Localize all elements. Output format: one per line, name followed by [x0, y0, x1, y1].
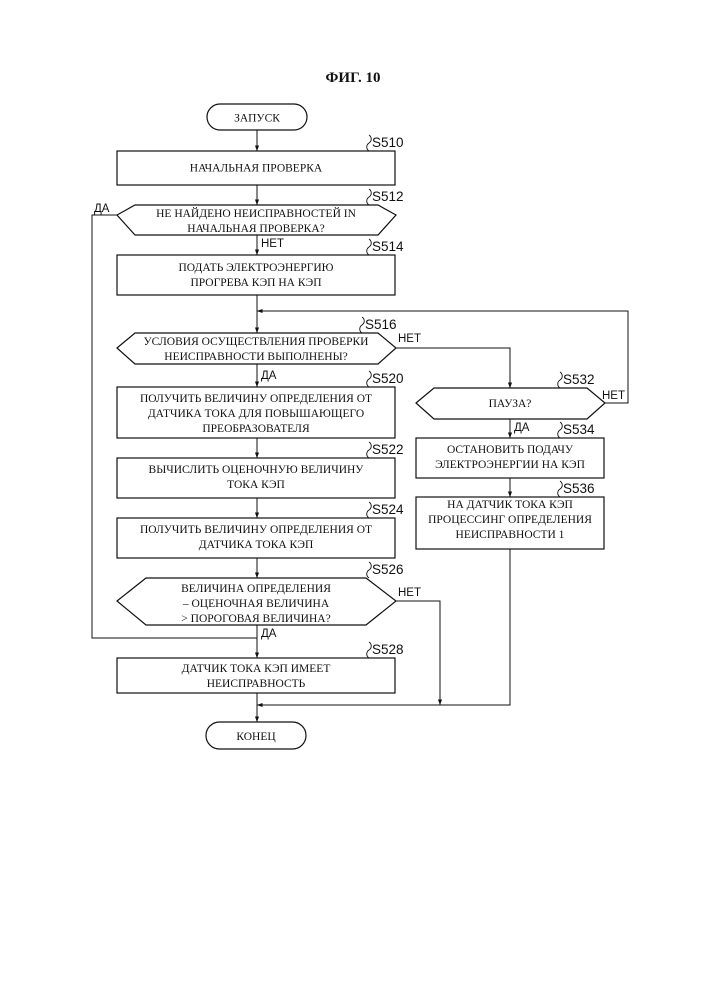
s512-step-tilde: [367, 189, 372, 205]
s534-text-line-1: ОСТАНОВИТЬ ПОДАЧУ: [447, 444, 574, 456]
s514-step-tilde: [367, 239, 372, 255]
s532-yes-label: ДА: [514, 422, 530, 434]
end-text: КОНЕЦ: [236, 731, 276, 743]
s512-text-line-1: НЕ НАЙДЕНО НЕИСПРАВНОСТЕЙ IN: [156, 206, 356, 220]
s512-no-label: НЕТ: [261, 238, 284, 250]
s528-step-tilde: [367, 642, 372, 658]
s528-text-line-2: НЕИСПРАВНОСТЬ: [207, 678, 306, 690]
s532-text-line-1: ПАУЗА?: [489, 398, 532, 410]
s520-text-line-2: ДАТЧИКА ТОКА ДЛЯ ПОВЫШАЮЩЕГО: [148, 408, 364, 420]
s516-step-tilde: [360, 317, 365, 333]
s520-step-tilde: [367, 371, 372, 387]
figure-title: ФИГ. 10: [326, 70, 381, 86]
s512-yes-label: ДА: [94, 203, 110, 215]
s516-yes-label: ДА: [261, 370, 277, 382]
s510-step-tilde: [367, 135, 372, 151]
s514-step-label: S514: [372, 239, 404, 254]
s526-no-label: НЕТ: [398, 587, 421, 599]
s516-no-label: НЕТ: [398, 333, 421, 345]
s536-step-tilde: [558, 481, 563, 497]
s528-step-label: S528: [372, 642, 404, 657]
s536-text-line-3: НЕИСПРАВНОСТИ 1: [456, 529, 565, 541]
s514-process-box: [117, 255, 395, 295]
s532-step-tilde: [558, 372, 563, 388]
s516-step-label: S516: [365, 317, 397, 332]
s532-step-label: S532: [563, 372, 595, 387]
s534-step-tilde: [558, 422, 563, 438]
s526-step-tilde: [367, 562, 372, 578]
s522-text-line-2: ТОКА КЭП: [227, 479, 285, 491]
s532-no-label: НЕТ: [602, 390, 625, 402]
s524-step-tilde: [367, 502, 372, 518]
s510-text-line-1: НАЧАЛЬНАЯ ПРОВЕРКА: [190, 163, 323, 175]
s524-step-label: S524: [372, 502, 404, 517]
s536-text-line-1: НА ДАТЧИК ТОКА КЭП: [447, 499, 573, 511]
s534-text-line-2: ЭЛЕКТРОЭНЕРГИИ НА КЭП: [435, 459, 585, 471]
s514-text-line-1: ПОДАТЬ ЭЛЕКТРОЭНЕРГИЮ: [179, 262, 334, 274]
s510-step-label: S510: [372, 135, 404, 150]
s528-text-line-1: ДАТЧИК ТОКА КЭП ИМЕЕТ: [182, 663, 331, 675]
arrow-s516-no-to-s532: [396, 348, 510, 388]
s536-text-line-2: ПРОЦЕССИНГ ОПРЕДЕЛЕНИЯ: [428, 514, 592, 526]
s516-text-line-1: УСЛОВИЯ ОСУЩЕСТВЛЕНИЯ ПРОВЕРКИ: [143, 336, 368, 348]
s526-text-line-3: > ПОРОГОВАЯ ВЕЛИЧИНА?: [181, 613, 330, 625]
s520-text-line-3: ПРЕОБРАЗОВАТЕЛЯ: [202, 423, 310, 435]
s534-step-label: S534: [563, 422, 595, 437]
s514-text-line-2: ПРОГРЕВА КЭП НА КЭП: [190, 277, 321, 289]
s516-text-line-2: НЕИСПРАВНОСТИ ВЫПОЛНЕНЫ?: [164, 351, 347, 363]
s522-text-line-1: ВЫЧИСЛИТЬ ОЦЕНОЧНУЮ ВЕЛИЧИНУ: [149, 464, 365, 476]
s524-text-line-1: ПОЛУЧИТЬ ВЕЛИЧИНУ ОПРЕДЕЛЕНИЯ ОТ: [140, 524, 372, 536]
s526-yes-label: ДА: [261, 628, 277, 640]
s522-step-tilde: [367, 442, 372, 458]
s526-text-line-2: – ОЦЕНОЧНАЯ ВЕЛИЧИНА: [182, 598, 330, 610]
s520-step-label: S520: [372, 371, 404, 386]
s522-step-label: S522: [372, 442, 404, 457]
s512-text-line-2: НАЧАЛЬНАЯ ПРОВЕРКА?: [187, 223, 325, 235]
start-text: ЗАПУСК: [234, 113, 280, 125]
s536-step-label: S536: [563, 481, 595, 496]
s524-text-line-2: ДАТЧИКА ТОКА КЭП: [199, 539, 314, 551]
s526-text-line-1: ВЕЛИЧИНА ОПРЕДЕЛЕНИЯ: [181, 583, 331, 595]
s526-step-label: S526: [372, 562, 404, 577]
s520-text-line-1: ПОЛУЧИТЬ ВЕЛИЧИНУ ОПРЕДЕЛЕНИЯ ОТ: [140, 393, 372, 405]
s512-step-label: S512: [372, 189, 404, 204]
